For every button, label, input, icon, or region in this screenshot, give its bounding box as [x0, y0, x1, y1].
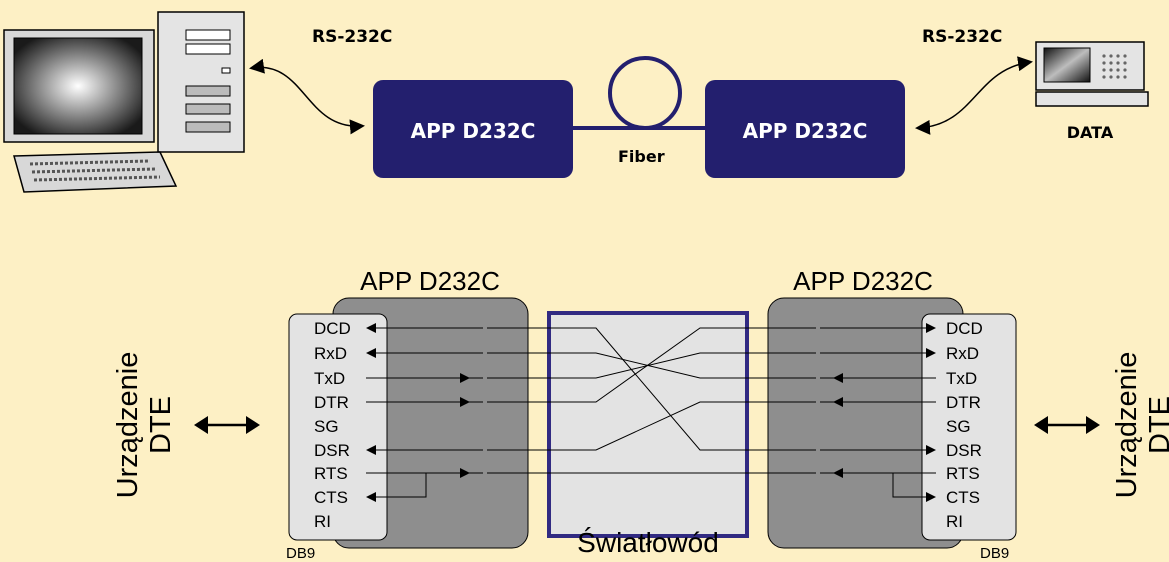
pin-label-right-rts: RTS: [946, 464, 980, 483]
pin-label-right-ri: RI: [946, 512, 963, 531]
computer-monitor-icon: [3, 29, 155, 143]
data-label: DATA: [1067, 123, 1114, 142]
fiber-loop-icon: [573, 56, 705, 130]
db9-label-left: DB9: [286, 545, 315, 562]
module-title-left: APP D232C: [360, 266, 500, 296]
pin-label-left-txd: TxD: [314, 369, 345, 388]
signal-arrows-right: [833, 323, 936, 502]
pin-label-right-dtr: DTR: [946, 393, 981, 412]
pin-label-left-rts: RTS: [314, 464, 348, 483]
pin-label-right-txd: TxD: [946, 369, 977, 388]
pin-label-right-dcd: DCD: [946, 319, 983, 338]
keyboard-icon: [13, 151, 178, 193]
pin-label-left-cts: CTS: [314, 488, 348, 507]
rs232-left-label: RS-232C: [312, 27, 392, 47]
pin-label-left-dtr: DTR: [314, 393, 349, 412]
pin-label-left-dsr: DSR: [314, 441, 350, 460]
pin-label-left-sg: SG: [314, 417, 339, 436]
pin-label-right-rxd: RxD: [946, 344, 979, 363]
pin-label-left-rxd: RxD: [314, 344, 347, 363]
dte-label-left: Urządzenie DTE: [112, 352, 177, 499]
device-label-right: APP D232C: [743, 119, 868, 143]
pin-labels-right: DCD RxD TxD DTR SG DSR RTS CTS RI: [946, 319, 983, 531]
db9-label-right: DB9: [980, 545, 1009, 562]
fiber-crossover-box: [547, 311, 749, 538]
device-label-left: APP D232C: [411, 119, 536, 143]
dte-label-right: Urządzenie DTE: [1111, 352, 1169, 499]
signal-arrows-left: [366, 323, 470, 502]
device-box-right: [705, 80, 905, 178]
dte-right-line2: DTE: [1144, 396, 1169, 454]
module-title-right: APP D232C: [793, 266, 933, 296]
double-arrow-left-icon: [194, 416, 260, 434]
double-arrow-right-icon: [1034, 416, 1100, 434]
pin-labels-left: DCD RxD TxD DTR SG DSR RTS CTS RI: [314, 319, 351, 531]
data-terminal-icon: [1035, 41, 1149, 107]
connector-left: [288, 313, 388, 541]
pc-tower-icon: [157, 11, 245, 153]
pin-label-right-sg: SG: [946, 417, 971, 436]
dte-left-line1: Urządzenie: [112, 352, 144, 499]
fiber-label: Fiber: [618, 147, 665, 166]
pin-label-right-cts: CTS: [946, 488, 980, 507]
connector-right: [921, 313, 1017, 541]
dte-left-line2: DTE: [145, 396, 177, 454]
signal-lines-left: [366, 327, 549, 498]
signal-breaks-left: [483, 326, 487, 475]
rs232-left-arrow: [249, 58, 365, 135]
pin-label-left-dcd: DCD: [314, 319, 351, 338]
signal-breaks-right: [816, 326, 820, 475]
dte-right-line1: Urządzenie: [1111, 352, 1143, 499]
device-box-left: [373, 80, 573, 178]
pin-label-left-ri: RI: [314, 512, 331, 531]
rs232-right-label: RS-232C: [922, 27, 1002, 47]
pin-label-right-dsr: DSR: [946, 441, 982, 460]
fiber-label-bottom: Światłowód: [577, 526, 719, 558]
crossover-lines: [549, 327, 747, 474]
rs232-right-arrow: [915, 56, 1033, 135]
